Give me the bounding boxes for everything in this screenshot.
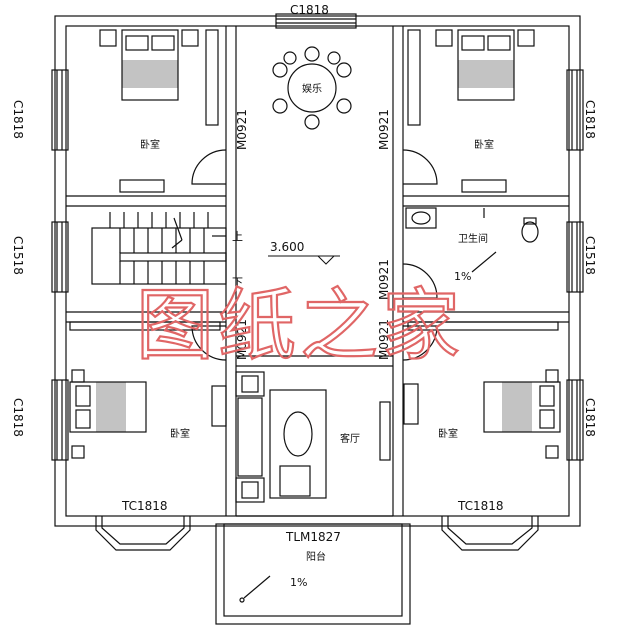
top-window-label: C1818: [290, 3, 329, 17]
bedroom-ll-label: 卧室: [170, 427, 190, 440]
stair-up-label: 上: [232, 230, 243, 243]
upper-right-window-label: C1818: [583, 100, 597, 139]
right-window-bath: [566, 221, 584, 293]
entertainment-label: 娱乐: [302, 82, 322, 95]
elevation-label: 3.600: [270, 240, 304, 254]
right-window-lower: [566, 379, 584, 461]
balcony-label: 阳台: [306, 550, 326, 563]
bedroom-ul-label: 卧室: [140, 138, 160, 151]
lower-left-window-label: C1818: [11, 398, 25, 437]
bay-right-label: TC1818: [457, 499, 504, 513]
staircase: [91, 212, 227, 285]
bay-left-label: TC1818: [121, 499, 168, 513]
door-lr-swing: [402, 325, 438, 361]
door-lr-label: M0921: [377, 319, 391, 360]
balcony-door-label: TLM1827: [285, 530, 341, 544]
bathroom-label: 卫生间: [458, 232, 488, 245]
door-ur-label: M0921: [377, 109, 391, 150]
upper-left-window-label: C1818: [11, 100, 25, 139]
bed-icon-lr: [407, 321, 561, 459]
door-bath-swing: [402, 263, 438, 299]
door-ll-label: M0921: [235, 319, 249, 360]
watermark-text: 图纸之家: [136, 281, 464, 371]
bay-window-right: [441, 516, 539, 551]
bathroom-fixtures: [405, 207, 539, 273]
top-window: [275, 13, 357, 29]
balcony: [215, 515, 411, 625]
bed-icon-ul: [99, 29, 219, 126]
bed-icon-ll: [69, 321, 221, 459]
door-ll-swing: [191, 325, 227, 361]
dining-table-icon: [272, 46, 352, 130]
balcony-slope-label: 1%: [290, 576, 307, 589]
bay-window-left: [95, 516, 191, 551]
living-room-label: 客厅: [340, 432, 360, 445]
elevation-marker: [268, 255, 340, 265]
sofa-set-icon: [235, 371, 327, 503]
bath-window-label: C1518: [583, 236, 597, 275]
stair-down-label: 下: [232, 276, 243, 289]
bed-icon-ur: [407, 29, 535, 126]
left-window-stair: [51, 221, 69, 293]
door-ul-swing: [191, 149, 227, 185]
left-window-lower: [51, 379, 69, 461]
door-ur-swing: [402, 149, 438, 185]
outer-wall: [54, 15, 581, 527]
stair-window-label: C1518: [11, 236, 25, 275]
door-ul-label: M0921: [235, 109, 249, 150]
lower-right-window-label: C1818: [583, 398, 597, 437]
bathroom-slope-label: 1%: [454, 270, 471, 283]
left-window-upper: [51, 69, 69, 151]
right-window-upper: [566, 69, 584, 151]
bedroom-lr-label: 卧室: [438, 427, 458, 440]
door-bath-label: M0921: [377, 259, 391, 300]
bedroom-ur-label: 卧室: [474, 138, 494, 151]
